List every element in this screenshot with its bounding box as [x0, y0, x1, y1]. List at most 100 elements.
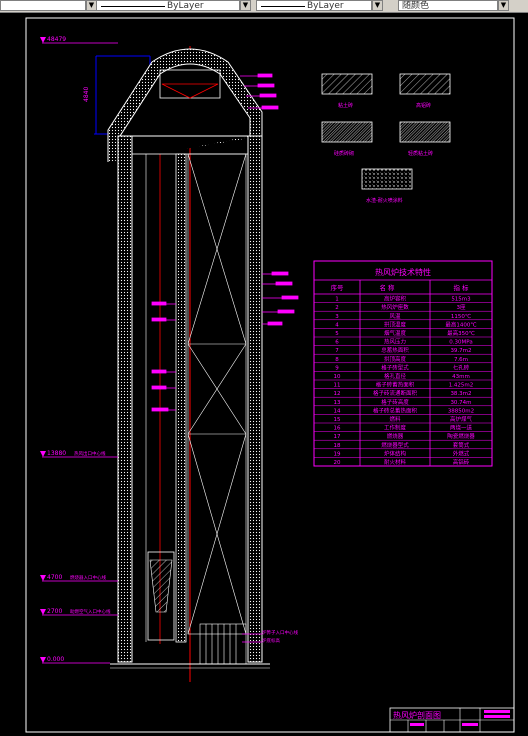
svg-text:2700: 2700 [47, 608, 62, 615]
spec-row-no: 9 [335, 365, 339, 371]
svg-text:水渣-耐火喷涂料: 水渣-耐火喷涂料 [366, 197, 403, 204]
spec-row-value: 陶瓷燃烧器 [447, 432, 475, 440]
svg-text:燃烧器入口中心线: 燃烧器入口中心线 [70, 574, 106, 581]
spec-row-value: 43mm [452, 374, 470, 380]
elevation-mark: 0.000 [40, 656, 110, 664]
spec-row-no: 14 [334, 408, 341, 414]
chevron-down-icon[interactable]: ▼ [372, 0, 383, 11]
spec-row-value: 高炉煤气 [450, 415, 473, 423]
drawing-border [25, 17, 515, 733]
spec-row-no: 17 [334, 434, 341, 440]
spec-row-no: 13 [334, 400, 341, 406]
svg-text:轻质粘土砖: 轻质粘土砖 [408, 150, 433, 157]
lineweight-label: ByLayer [307, 1, 344, 11]
linetype-label: ByLayer [167, 1, 204, 11]
spec-row-name: 燃烧器型式 [381, 441, 409, 449]
spec-row-no: 5 [335, 331, 339, 337]
spec-row-name: 格孔直径 [384, 372, 407, 380]
spec-row-value: 1.425m2 [449, 383, 474, 389]
spec-row-value: 515m3 [451, 297, 471, 303]
spec-row-no: 16 [334, 426, 341, 432]
toolbar-left-stub[interactable] [0, 0, 86, 11]
spec-row-no: 12 [334, 391, 341, 397]
spec-row-value: 7.6m [454, 357, 468, 363]
svg-text:粘土砖: 粘土砖 [338, 102, 353, 109]
svg-text:48479: 48479 [47, 36, 66, 43]
spec-row-name: 格子砖流通断面积 [373, 389, 418, 397]
color-dropdown[interactable]: 随颜色 [398, 0, 498, 11]
spec-row-value: 1150℃ [451, 313, 471, 320]
chevron-down-icon[interactable]: ▼ [240, 0, 251, 11]
spec-row-name: 工作制度 [384, 424, 407, 432]
left-leaders [151, 301, 176, 412]
svg-text:0.000: 0.000 [47, 656, 64, 663]
spec-header-no: 序号 [331, 283, 345, 292]
cad-drawing[interactable]: 4840 7600 [0, 12, 528, 736]
spec-row-name: 炉体结构 [384, 449, 407, 457]
spec-row-no: 11 [334, 383, 341, 389]
svg-text:硅质砖砌: 硅质砖砌 [334, 150, 354, 157]
spec-row-no: 1 [335, 297, 339, 303]
bottom-note: 炉箅子入口中心线 炉底标高 [242, 629, 298, 644]
spec-row-value: 最高350℃ [447, 329, 475, 337]
spec-row-name: 格子砖总蓄热面积 [373, 406, 418, 414]
spec-row-value: 最高1400℃ [445, 320, 476, 328]
furnace-shell [110, 135, 270, 669]
legend-item: 硅质砖砌 [321, 121, 373, 157]
spec-row-name: 格子砖高度 [381, 398, 409, 406]
spec-row-name: 高炉容积 [384, 295, 407, 303]
spec-row-no: 4 [335, 322, 339, 328]
lineweight-dropdown[interactable]: ByLayer [256, 0, 372, 11]
spec-row-value: 两烧一送 [450, 424, 473, 432]
spec-row-name: 燃料 [389, 415, 401, 423]
spec-row-no: 3 [335, 314, 339, 320]
spec-row-name: 拱顶高度 [384, 355, 407, 363]
spec-row-name: 风温 [389, 312, 401, 320]
spec-row-no: 15 [334, 417, 341, 423]
legend-item: 高铝砖 [399, 73, 451, 109]
spec-row-name: 燃烧器 [387, 432, 404, 440]
spec-row-value: 38.3m2 [450, 391, 471, 397]
svg-text:炉底标高: 炉底标高 [262, 637, 280, 644]
spec-row-value: 高铝砖 [453, 458, 470, 466]
elevation-mark: 2700 助燃空气入口中心线 [40, 608, 118, 616]
spec-header-name: 名 称 [379, 283, 395, 292]
spec-row-no: 20 [334, 460, 341, 466]
spec-row-name: 总蓄热面积 [381, 346, 409, 354]
spec-row-value: 30.74m [450, 400, 471, 406]
drawing-title: 热风炉剖面图 [393, 710, 441, 720]
chevron-down-icon[interactable]: ▼ [498, 0, 509, 11]
properties-toolbar: ▼ ByLayer ▼ ByLayer ▼ 随颜色 ▼ [0, 0, 528, 13]
spec-row-name: 拱顶温度 [384, 320, 407, 328]
spec-row-value: 38850m2 [448, 408, 474, 414]
linetype-dropdown[interactable]: ByLayer [96, 0, 240, 11]
elevation-mark: 48479 [40, 36, 118, 44]
material-legend: 粘土砖 高铝砖 硅质砖砌 轻质粘土砖 水渣-耐火喷涂料 [321, 73, 451, 204]
spec-row-no: 8 [335, 357, 339, 363]
spec-header-value: 指 标 [453, 283, 469, 292]
color-label: 随颜色 [402, 1, 430, 11]
spec-row-name: 热风炉座数 [381, 303, 409, 311]
svg-text:高铝砖: 高铝砖 [416, 102, 431, 109]
elevation-mark: 4700 燃烧器入口中心线 [40, 574, 118, 582]
elevation-marks: 48479 13880 热风出口中心线 4700 燃烧器入口中心线 2700 助… [40, 36, 118, 664]
spec-row-value: 0.30MPa [449, 340, 472, 346]
svg-text:13880: 13880 [47, 450, 66, 457]
spec-row-no: 6 [335, 340, 339, 346]
spec-row-value: 3座 [457, 303, 466, 311]
spec-row-value: 39.7m2 [450, 348, 471, 354]
spec-row-name: 格子砖型式 [381, 363, 409, 371]
spec-row-value: 七孔砖 [453, 363, 470, 371]
svg-text:4700: 4700 [47, 574, 62, 581]
spec-row-name: 热风压力 [384, 338, 406, 346]
dome-leaders [240, 73, 279, 110]
legend-item: 轻质粘土砖 [399, 121, 451, 157]
spec-row-value: 外燃式 [453, 449, 470, 457]
dome-height-dim: 4840 [83, 87, 90, 102]
spec-row-value: 套筒式 [453, 441, 470, 449]
svg-text:热风出口中心线: 热风出口中心线 [74, 450, 106, 457]
legend-item: 水渣-耐火喷涂料 [361, 168, 413, 204]
title-block: 热风炉剖面图 [389, 707, 515, 733]
spec-row-no: 2 [335, 305, 339, 311]
